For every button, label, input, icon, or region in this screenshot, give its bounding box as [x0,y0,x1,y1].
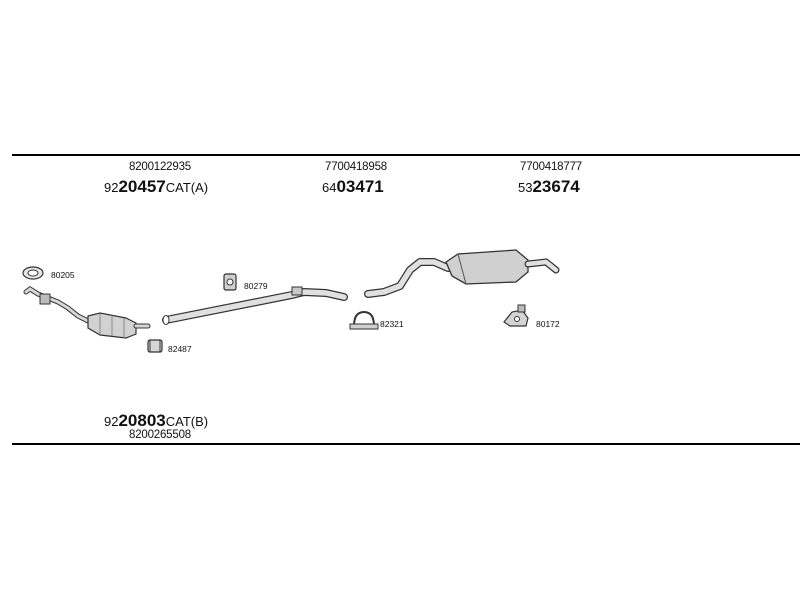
code-prefix: 64 [322,180,337,195]
oe-number-middle-pipe: 7700418958 [325,161,387,173]
part-code-rear-silencer: 5323674 [518,178,580,195]
accessory-number: 80172 [536,319,560,329]
accessory-number: 82321 [380,319,404,329]
clamp-icon [147,339,163,353]
mounting-bracket-icon [503,304,529,327]
top-divider-line [12,154,800,156]
part-code-front-pipe: 9220457CAT(A) [104,178,208,195]
gasket-ring-icon [22,266,44,280]
code-prefix: 53 [518,180,533,195]
pipe-clamp-icon [349,310,379,330]
oe-number-catalyst-b: 8200265508 [129,429,191,441]
code-main: 20803 [118,411,166,430]
accessory-number: 80205 [51,270,75,280]
code-suffix: CAT(A) [165,180,209,195]
code-main: 03471 [336,177,384,196]
accessory-number: 82487 [168,344,192,354]
code-main: 20457 [118,177,166,196]
middle-pipe-icon [162,286,348,325]
part-code-catalyst-b: 9220803CAT(B) [104,412,208,429]
code-prefix: 92 [104,180,119,195]
accessory-number: 80279 [244,281,268,291]
oe-number-rear-silencer: 7700418777 [520,161,582,173]
catalytic-converter-front-pipe-icon [23,285,151,339]
code-prefix: 92 [104,414,119,429]
oe-number-front-pipe: 8200122935 [129,161,191,173]
rubber-hanger-icon [223,273,237,291]
bottom-divider-line [12,443,800,445]
code-suffix: CAT(B) [165,414,209,429]
rear-silencer-icon [364,249,560,298]
part-code-middle-pipe: 6403471 [322,178,384,195]
code-main: 23674 [532,177,580,196]
